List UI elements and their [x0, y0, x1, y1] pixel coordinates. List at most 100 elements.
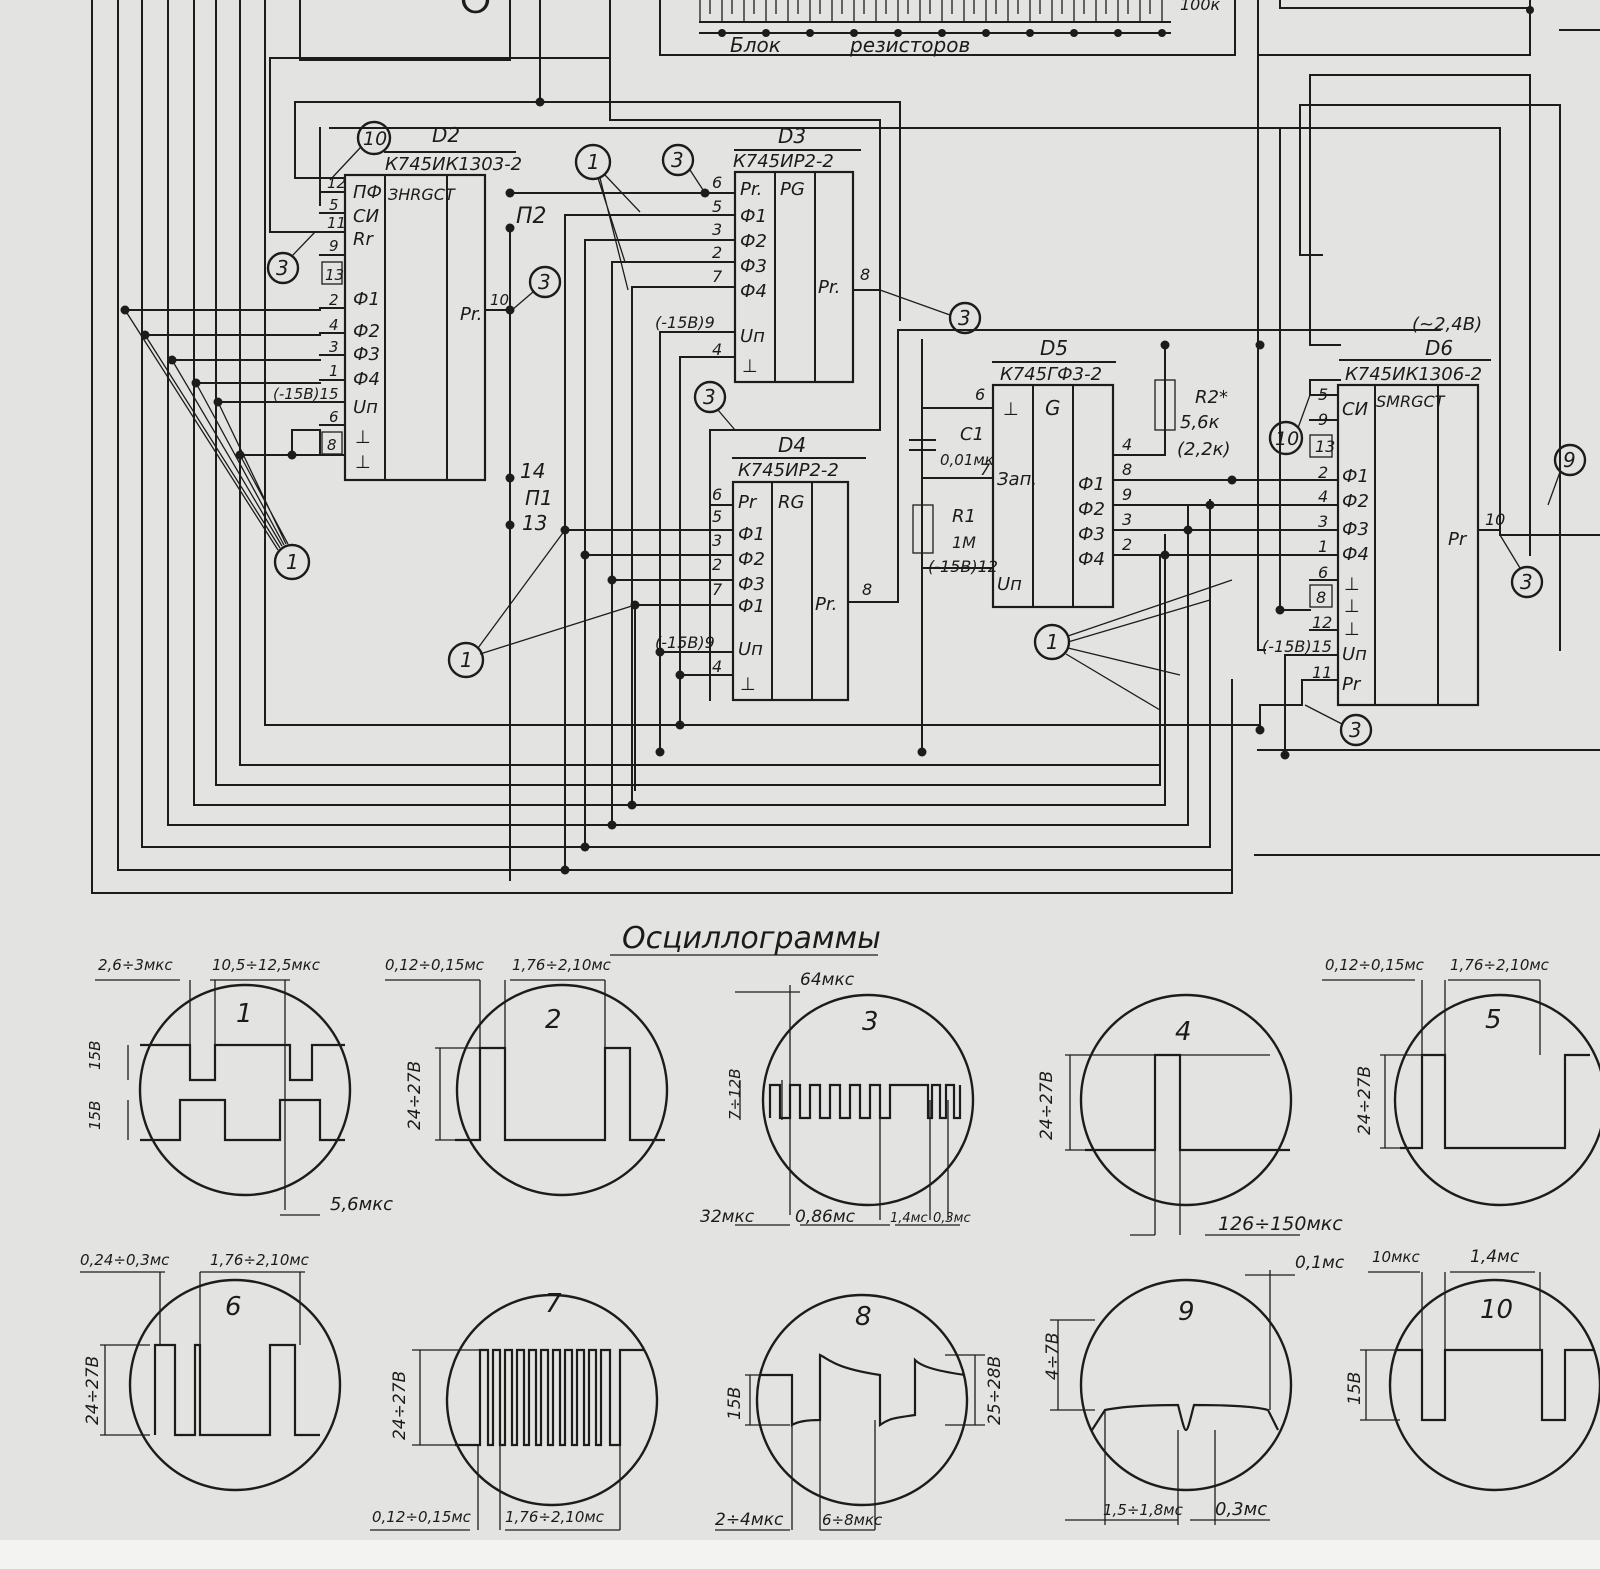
d5-start-label: Зап.: [997, 469, 1037, 490]
osc-5-t1: 0,12÷0,15мс: [1325, 956, 1425, 974]
d6-voltage: (~2,4В): [1412, 314, 1482, 335]
osc-3-t4: 0,3мс: [933, 1211, 971, 1226]
jumper-p2: П2: [516, 204, 547, 229]
d5-pin-8: 8: [1122, 460, 1132, 479]
d2-pin-4: 4: [329, 316, 339, 334]
d5-pin-6: 6: [975, 385, 985, 404]
d3-func: РG: [780, 179, 805, 200]
marker-3-d-label: 3: [958, 306, 971, 330]
osc-7-t1: 0,12÷0,15мс: [372, 1508, 472, 1526]
d3-pin-label-f1: Ф1: [740, 206, 767, 227]
d3-pin-label-pr: Рr.: [740, 179, 762, 200]
d3-pin-8: 8: [860, 265, 870, 284]
d6-func: SМRGСТ: [1376, 392, 1446, 411]
marker-3-f-label: 3: [1520, 570, 1533, 594]
marker-3-c-label: 3: [538, 270, 551, 294]
osc-10-number: 10: [1480, 1295, 1513, 1325]
cap-c1: С1: [960, 424, 984, 445]
jumper-p1-14: 14: [520, 459, 545, 483]
oscillograms: Осциллограммы 1 2,6÷3мкс 10,5÷12,5мкс 15…: [80, 921, 1600, 1531]
osc-6: 6 0,24÷0,3мс 1,76÷2,10мс 24÷27В: [80, 1251, 342, 1492]
d6-name: D6: [1425, 336, 1453, 360]
d4-pin-label-gnd: ⊥: [740, 674, 756, 695]
d2-pin-6: 6: [329, 408, 339, 426]
osc-7-t2: 1,76÷2,10мс: [505, 1508, 605, 1526]
d6-out-label: Рr: [1448, 529, 1468, 550]
osc-5-number: 5: [1485, 1005, 1502, 1035]
osc-9-t2: 0,3мс: [1215, 1499, 1267, 1520]
d5-pin-label-gnd: ⊥: [1003, 399, 1019, 420]
d5-func: G: [1045, 396, 1061, 420]
d4-pin-8: 8: [862, 580, 872, 599]
osc-8-v2: 25÷28В: [985, 1356, 1005, 1425]
d6-pin-2: 2: [1318, 463, 1328, 482]
osc-9-v: 4÷7В: [1043, 1332, 1063, 1380]
osc-10-t1: 10мкс: [1372, 1248, 1420, 1266]
d4-pin-2: 2: [712, 555, 722, 574]
d5-pin-3: 3: [1122, 510, 1132, 529]
resistor-r2-value: 5,6к: [1180, 412, 1220, 433]
d2-pin-3: 3: [329, 338, 339, 356]
osc-4-v: 24÷27В: [1037, 1071, 1057, 1140]
d2-pin-8: 8: [327, 436, 337, 454]
resistor-r2-alt: (2,2к): [1177, 439, 1231, 460]
d5-pin-2: 2: [1122, 535, 1132, 554]
d5-type: К745ГФ3-2: [1000, 364, 1102, 385]
d3-name: D3: [778, 124, 806, 148]
d2-pin-label-up: Uп: [353, 397, 378, 418]
d3-type: К745ИР2-2: [733, 151, 834, 172]
chip-d4: D4 К745ИР2-2 RG Рr. Рr Ф1 Ф2 Ф3 Ф1 Uп ⊥ …: [560, 329, 1441, 875]
d6-pin-label-f1: Ф1: [1342, 466, 1369, 487]
d3-pin-label-f2: Ф2: [740, 231, 767, 252]
osc-9-t1: 1,5÷1,8мс: [1103, 1501, 1184, 1519]
d6-pin-13: 13: [1315, 437, 1335, 456]
d4-pin-label-f1b: Ф1: [738, 596, 765, 617]
d2-pin-label-pf: ПФ: [353, 182, 382, 203]
d4-pin-label-f2: Ф2: [738, 549, 765, 570]
osc-5: 5 0,12÷0,15мс 1,76÷2,10мс 24÷27В: [1322, 956, 1600, 1207]
d6-pin-3: 3: [1318, 512, 1328, 531]
d4-pin-6: 6: [712, 485, 722, 504]
osc-title: Осциллограммы: [622, 921, 881, 956]
osc-10-v: 15В: [1345, 1372, 1365, 1405]
d2-pin-13: 13: [325, 266, 344, 284]
d5-pin-7: 7: [980, 460, 991, 479]
osc-5-v: 24÷27В: [1355, 1066, 1375, 1135]
d2-pin-15: (-15В)15: [273, 385, 339, 403]
d2-pin-label-rr: Rr: [353, 229, 375, 250]
osc-2: 2 0,12÷0,15мс 1,76÷2,10мс 24÷27В: [385, 956, 669, 1197]
d4-pin-label-f3: Ф3: [738, 574, 765, 595]
d3-out-label: Рr.: [818, 277, 840, 298]
osc-1-t2: 10,5÷12,5мкс: [212, 956, 321, 974]
osc-2-t2: 1,76÷2,10мс: [512, 956, 612, 974]
chip-d3: D3 К745ИР2-2 РG Рr. Рr. Ф1 Ф2 Ф3 Ф4 Uп ⊥…: [505, 124, 881, 871]
marker-3-g-label: 3: [1349, 718, 1362, 742]
d3-pin-label-gnd: ⊥: [742, 356, 758, 377]
osc-1: 1 2,6÷3мкс 10,5÷12,5мкс 15В 15В 5,6мкс: [86, 956, 393, 1216]
reference-markers: 1 1 1 1 3 3 3 3 3 3 3: [124, 0, 1587, 747]
marker-1-a: [273, 543, 311, 581]
osc-10: 10 10мкс 1,4мс 15В: [1345, 1247, 1600, 1492]
osc-4: 4 24÷27В 126÷150мкс: [1037, 993, 1343, 1236]
osc-9-t0: 0,1мс: [1295, 1253, 1345, 1273]
d5-pin-label-f4: Ф4: [1078, 549, 1105, 570]
d3-pin-label-up: Uп: [740, 326, 765, 347]
resistor-r1-value: 1М: [952, 533, 976, 552]
jumper-p1: П1: [525, 486, 553, 510]
d2-pin-1: 1: [329, 362, 339, 380]
chip-d6: (~2,4В) D6 К745ИК1306-2 SМRGСТ Рr СИ Ф1 …: [1160, 314, 1505, 760]
d2-type: К745ИК1303-2: [385, 154, 522, 175]
marker-1-d-label: 1: [1046, 630, 1059, 654]
d6-pin-label-gnd3: ⊥: [1344, 619, 1360, 640]
d3-pin-6: 6: [712, 173, 722, 192]
d3-pin-label-f3: Ф3: [740, 256, 767, 277]
osc-3-t0: 64мкс: [800, 970, 855, 990]
d6-pin-label-si: СИ: [1342, 399, 1368, 420]
d5-pin-9: 9: [1122, 485, 1132, 504]
block-label-1: Блок: [730, 33, 781, 57]
osc-7-number: 7: [545, 1289, 562, 1319]
d2-pin-11: 11: [327, 214, 346, 232]
d2-pin-12: 12: [327, 174, 346, 192]
d5-pin-12: (-15В)12: [928, 557, 998, 576]
